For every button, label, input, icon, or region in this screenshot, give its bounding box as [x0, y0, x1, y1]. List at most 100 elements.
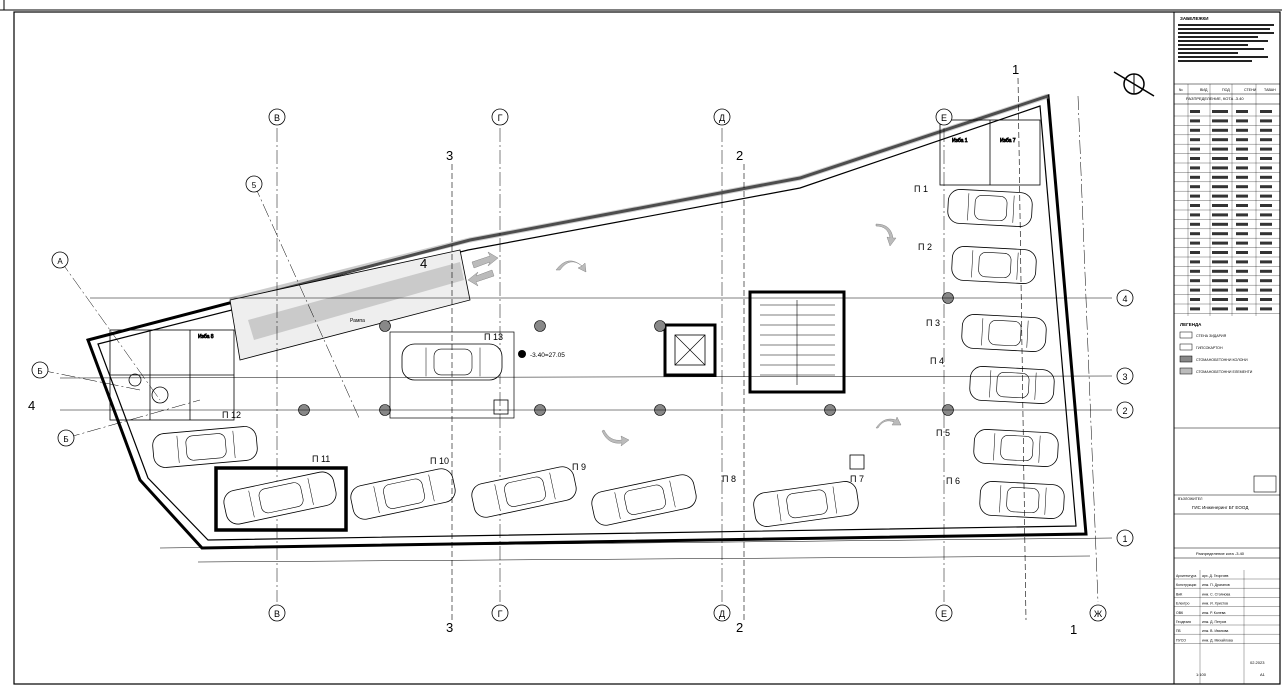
ramp: Рампа [229, 249, 471, 361]
role-name: инж. С. Стоянова [1202, 592, 1230, 596]
table-header: ТАВАН [1264, 88, 1276, 92]
column [654, 320, 666, 332]
svg-text:4: 4 [1122, 294, 1127, 304]
level-mark: -3.40=27.05 [518, 350, 565, 359]
role-name: инж. В. Иванова [1202, 629, 1228, 633]
role-name: инж. П. Драганов [1202, 583, 1230, 587]
svg-text:-3.40=27.05: -3.40=27.05 [530, 352, 565, 359]
traffic-arrows [467, 223, 902, 447]
parking-cars [152, 189, 1065, 527]
svg-text:1: 1 [1122, 534, 1127, 544]
grid-axis-bubble: 3 [1116, 367, 1134, 385]
spot-label: П 5 [936, 428, 950, 438]
spot-label: П 10 [430, 456, 449, 466]
spot-label: П 6 [946, 476, 960, 486]
grid-axis-bubble: Б [57, 429, 75, 447]
role-name: инж. И. Христов [1202, 602, 1228, 606]
spot-label: П 12 [222, 410, 241, 420]
svg-text:2: 2 [1122, 406, 1127, 416]
svg-text:2: 2 [736, 148, 743, 163]
table-header: ПОД [1222, 88, 1230, 92]
car [591, 474, 697, 526]
dimension-lines [59, 297, 1113, 563]
spot-label: П 9 [572, 462, 586, 472]
grid-axis-bubble: 1 [1116, 529, 1134, 547]
svg-text:ВЪЗЛОЖИТЕЛ: ВЪЗЛОЖИТЕЛ [1178, 497, 1203, 501]
spot-label: П 3 [926, 318, 940, 328]
table-header: СТЕНИ [1244, 88, 1257, 92]
legend-item: СТОМАНОБЕТОННИ ЕЛЕМЕНТИ [1196, 370, 1253, 374]
grid-axis-bubble: Е [935, 604, 953, 622]
grid-axis-bubble: Ж [1089, 604, 1107, 622]
section-marks: 1 1 2 2 3 3 4 4 [28, 62, 1077, 637]
svg-text:ЛЕГЕНДА: ЛЕГЕНДА [1180, 322, 1202, 327]
accessible-icon [493, 399, 509, 415]
role-name: арх. Д. Георгиев [1202, 574, 1229, 578]
grid-lines [39, 95, 1099, 603]
role-name: инж. Д. Михайлова [1202, 638, 1233, 642]
svg-text:Е: Е [941, 609, 947, 619]
role-label: Конструкции [1176, 583, 1196, 587]
spot-label: П 13 [484, 332, 503, 342]
legend-item: СТЕНА ЗИДАРИЯ [1196, 334, 1227, 338]
car [471, 466, 577, 518]
svg-text:1: 1 [1070, 622, 1077, 637]
table-header: № [1179, 88, 1183, 92]
grid-axis-bubble: Б [31, 361, 49, 379]
svg-text:Разпределение кота -3.40: Разпределение кота -3.40 [1196, 551, 1245, 556]
storage-rooms-right: Изба 1 Изба 7 [939, 119, 1041, 186]
table-header: ВИД [1200, 88, 1208, 92]
svg-text:5: 5 [252, 181, 257, 190]
storage-rooms-left: Изба 8 [109, 329, 235, 421]
role-label: ВиК [1176, 592, 1183, 596]
role-label: ПУСО [1176, 638, 1186, 642]
sheet-border [13, 11, 1281, 685]
room-table-headers: № ВИД ПОД СТЕНИ ТАВАН [1179, 88, 1276, 92]
car [753, 481, 859, 527]
accessible-icon [849, 454, 865, 470]
svg-text:02.2023: 02.2023 [1250, 660, 1265, 665]
storage-label-a: Изба 8 [198, 334, 214, 340]
svg-text:3: 3 [1122, 372, 1127, 382]
svg-text:3: 3 [446, 620, 453, 635]
grid-axis-bubble: Г [491, 108, 509, 126]
car [961, 314, 1047, 352]
notes-text [1178, 24, 1274, 62]
svg-text:В: В [274, 609, 280, 619]
grid-axis-bubble: 5 [245, 175, 263, 193]
svg-text:1: 1 [1012, 62, 1019, 77]
spot-label: П 7 [850, 474, 864, 484]
car [969, 366, 1055, 404]
role-name: инж. Р. Колева [1202, 611, 1226, 615]
car [947, 189, 1033, 227]
svg-text:2: 2 [736, 620, 743, 635]
room-table-rows [1174, 84, 1280, 316]
building-outline [86, 93, 1088, 550]
grid-axis-bubble: Е [935, 108, 953, 126]
grid-axis-bubble: 2 [1116, 401, 1134, 419]
role-label: ПБ [1176, 629, 1182, 633]
grid-axis-bubble: Д [713, 108, 731, 126]
role-name: инж. Д. Петров [1202, 620, 1226, 624]
car [979, 481, 1065, 519]
svg-text:В: В [274, 113, 280, 123]
north-arrow-icon [1113, 71, 1155, 97]
grid-axis-bubble: Д [713, 604, 731, 622]
spot-label: П 4 [930, 356, 944, 366]
role-label: Електро [1176, 602, 1189, 606]
car [223, 471, 337, 525]
svg-text:Ж: Ж [1094, 609, 1103, 619]
svg-text:1:100: 1:100 [1196, 672, 1207, 677]
car [973, 429, 1059, 467]
legend-item: СТОМАНОБЕТОННИ КОЛОНИ [1196, 358, 1248, 362]
spot-label: П 8 [722, 474, 736, 484]
storage-label-b: Изба 7 [1000, 138, 1016, 144]
spot-label: П 11 [312, 454, 330, 464]
stair-core [663, 290, 846, 394]
car [152, 426, 258, 468]
